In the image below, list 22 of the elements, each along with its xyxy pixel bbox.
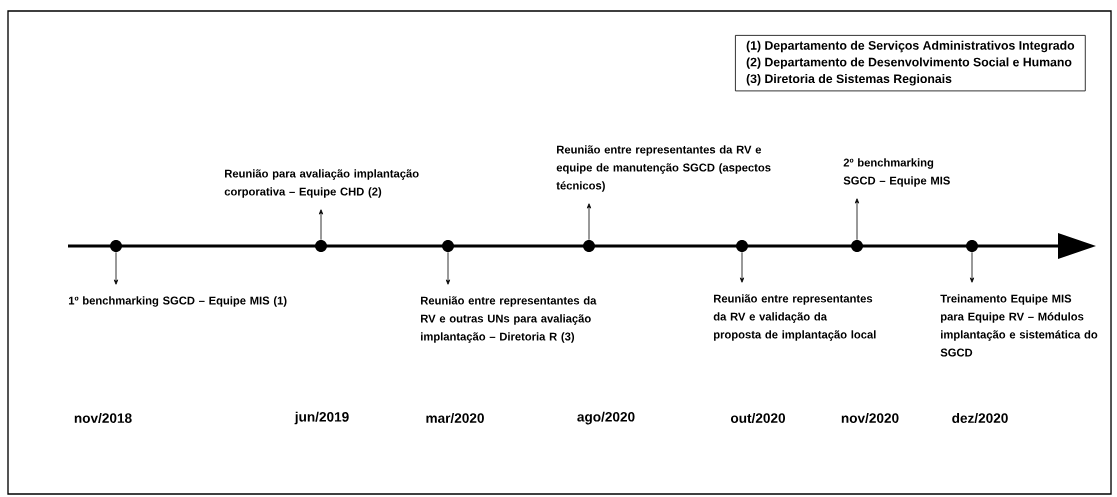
event-text: Reunião para avaliação implantação corporativa – Equipe CHD (2) [224,169,419,198]
date-label: dez/2020 [952,412,1008,424]
arrow [445,251,451,285]
date-label: nov/2018 [74,412,132,424]
arrow [586,203,592,241]
date-label: ago/2020 [577,411,635,425]
date-label: out/2020 [730,412,786,424]
arrow [969,251,975,283]
event-text: Reunião entre representantes da RV e outras UNs para avaliação implantação – Diretoria R (3) [421,296,597,343]
arrow [113,251,119,285]
date-label: mar/2020 [426,412,484,424]
event-text: Treinamento Equipe MIS para Equipe RV – Módulos implantação e sistemática do SGCD [940,294,1098,357]
arrow [739,251,745,283]
date-label: nov/2020 [841,412,899,424]
event-text: 1º benchmarking SGCD – Equipe MIS (1) [69,296,287,307]
arrow [854,198,860,241]
event-text: 2º benchmarking SGCD – Equipe MIS [843,158,950,187]
event-text: Reunião entre representantes da RV e validação da proposta de implantação local [713,294,876,341]
event-text: Reunião entre representantes da RV e equipe de manutenção SGCD (aspectos técnicos) [556,145,771,192]
legend-box: (1) Departamento de Serviços Administrativos Integrado (2) Departamento de Desenvolvimento Social e Humano (3) Diretoria de Sistemas Regionais [735,35,1086,92]
date-label: jun/2019 [294,411,349,425]
arrow [318,209,324,241]
